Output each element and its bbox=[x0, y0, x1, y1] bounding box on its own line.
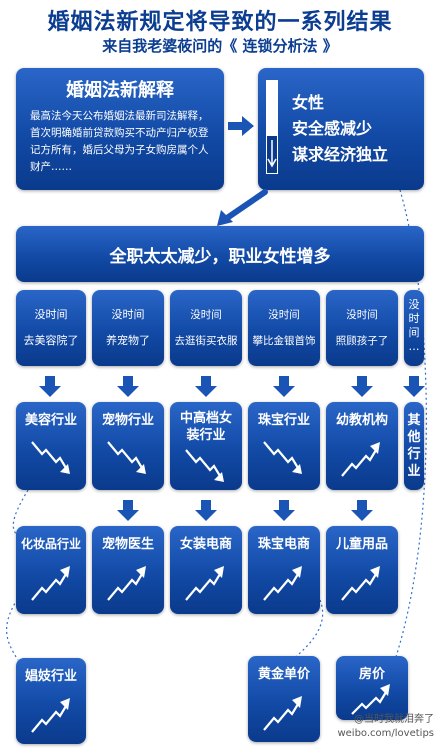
trend-up-icon bbox=[341, 566, 380, 601]
industry-box-prostitution: 娼妓行业 bbox=[16, 658, 86, 744]
arrow-down-icon bbox=[117, 376, 139, 397]
page-title: 婚姻法新规定将导致的一系列结果 bbox=[47, 9, 393, 35]
watermark-handle: @当时我就泪奔了 bbox=[354, 714, 434, 725]
trend-up-icon bbox=[341, 442, 380, 477]
cause-other-text: 没 时 间 … bbox=[404, 298, 424, 354]
industry-box-gold-price: 黄金单价 bbox=[248, 656, 320, 742]
trend-up-icon bbox=[263, 696, 302, 731]
cause-other-char: … bbox=[408, 340, 420, 353]
industry-box-house-price: 房价 bbox=[336, 656, 408, 720]
industry-label: 珠宝行业 bbox=[257, 413, 310, 428]
industry-label: 中高档女装行业 bbox=[179, 411, 232, 443]
industry-label: 美容行业 bbox=[24, 413, 77, 428]
female-text: 女性 安全感减少 谋求经济独立 bbox=[292, 90, 432, 168]
main-result-text: 全职太太减少，职业女性增多 bbox=[109, 246, 331, 267]
other-industry-char: 他 bbox=[407, 430, 421, 445]
cause-line1: 没时间 bbox=[34, 308, 68, 321]
industry-label: 宠物医生 bbox=[101, 537, 154, 552]
cause-line2: 攀比金银首饰 bbox=[252, 335, 316, 347]
arrow-down-icon bbox=[273, 376, 295, 397]
arrow-diagonal-icon bbox=[217, 189, 268, 226]
cause-line2: 去美容院了 bbox=[23, 334, 79, 347]
cause-box-5: 没时间 照顾孩子了 bbox=[326, 290, 398, 366]
industry-box-other: 其 他 行 业 bbox=[404, 402, 424, 490]
other-industry-text: 其 他 行 业 bbox=[404, 412, 424, 480]
trend-down-icon bbox=[107, 441, 146, 474]
other-industry-char: 业 bbox=[407, 464, 421, 479]
cause-box-1: 没时间 去美容院了 bbox=[16, 290, 86, 366]
intro-body: 最高法今天公布婚姻法最新司法解释，首次明确婚前贷款购买不动产归产权登记方所有，婚… bbox=[30, 110, 209, 173]
trend-down-icon bbox=[263, 441, 302, 474]
female-box: 女性 安全感减少 谋求经济独立 bbox=[258, 68, 424, 190]
arrow-down-icon bbox=[273, 500, 295, 521]
other-industry-char: 行 bbox=[407, 447, 421, 462]
intro-title: 婚姻法新解释 bbox=[66, 80, 174, 101]
industry-box-preschool: 幼教机构 bbox=[326, 402, 398, 490]
arrow-down-icon bbox=[117, 500, 139, 521]
arrow-down-small-icon bbox=[267, 140, 277, 168]
industry-box-vet: 宠物医生 bbox=[92, 526, 164, 614]
arrow-down-icon bbox=[403, 376, 425, 397]
cause-box-3: 没时间 去逛街买衣服 bbox=[170, 290, 242, 366]
industry-box-pet: 宠物行业 bbox=[92, 402, 164, 490]
trend-up-icon bbox=[351, 684, 390, 715]
industry-box-womenswear: 中高档女装行业 bbox=[170, 402, 242, 490]
cause-line1: 没时间 bbox=[190, 309, 222, 321]
cause-line2: 去逛街买衣服 bbox=[174, 335, 238, 347]
female-line3: 谋求经济独立 bbox=[292, 145, 389, 164]
intro-box: 婚姻法新解释 最高法今天公布婚姻法最新司法解释，首次明确婚前贷款购买不动产归产权… bbox=[16, 68, 224, 190]
cause-line2: 养宠物了 bbox=[106, 334, 150, 347]
industry-box-jewelry-ecommerce: 珠宝电商 bbox=[248, 526, 320, 614]
industry-label: 幼教机构 bbox=[335, 413, 388, 428]
cause-line1: 没时间 bbox=[111, 308, 145, 321]
industry-label: 女装电商 bbox=[179, 537, 232, 552]
watermark-url: weibo.com/lovetips bbox=[337, 728, 434, 739]
trend-up-icon bbox=[31, 698, 70, 733]
page-subtitle: 来自我老婆莜问的《 连锁分析法 》 bbox=[102, 37, 338, 55]
cause-line1: 没时间 bbox=[346, 309, 378, 321]
cause-line2: 照顾孩子了 bbox=[335, 335, 389, 347]
industry-box-children: 儿童用品 bbox=[326, 526, 398, 614]
female-line1: 女性 bbox=[292, 93, 325, 112]
down-arrows-row-2 bbox=[117, 500, 373, 521]
trend-down-icon bbox=[185, 449, 224, 482]
industry-label: 黄金单价 bbox=[257, 667, 310, 682]
industry-box-beauty: 美容行业 bbox=[16, 402, 86, 490]
down-arrows-row-1 bbox=[39, 376, 425, 397]
industry-box-jewelry: 珠宝行业 bbox=[248, 402, 320, 490]
industry-box-womenswear-ecommerce: 女装电商 bbox=[170, 526, 242, 614]
cause-other-char: 间 bbox=[408, 326, 420, 339]
industry-label: 化妆品行业 bbox=[20, 537, 81, 551]
industry-label: 房价 bbox=[358, 667, 385, 682]
trend-down-icon bbox=[31, 441, 70, 474]
arrow-down-icon bbox=[195, 376, 217, 397]
connector-to-house-price bbox=[394, 189, 427, 661]
arrow-down-icon bbox=[195, 500, 217, 521]
arrow-down-icon bbox=[351, 500, 373, 521]
other-industry-char: 其 bbox=[407, 413, 421, 428]
cause-other-char: 时 bbox=[408, 312, 420, 325]
female-line2: 安全感减少 bbox=[292, 119, 373, 138]
arrow-down-icon bbox=[351, 376, 373, 397]
connector-to-gold-price bbox=[291, 599, 324, 661]
arrow-down-icon bbox=[39, 376, 61, 397]
industry-label: 珠宝电商 bbox=[257, 537, 310, 552]
cause-line1: 没时间 bbox=[268, 309, 300, 321]
cause-box-other: 没 时 间 … bbox=[404, 290, 424, 366]
arrow-right-icon bbox=[228, 116, 254, 136]
cause-box-2: 没时间 养宠物了 bbox=[92, 290, 164, 366]
industry-box-cosmetics: 化妆品行业 bbox=[16, 526, 86, 614]
trend-up-icon bbox=[31, 566, 70, 601]
cause-box-4: 没时间 攀比金银首饰 bbox=[248, 290, 320, 366]
trend-up-icon bbox=[263, 566, 302, 601]
cause-other-char: 没 bbox=[408, 298, 420, 311]
industry-label: 娼妓行业 bbox=[24, 669, 77, 684]
trend-up-icon bbox=[107, 566, 146, 601]
main-result-box: 全职太太减少，职业女性增多 bbox=[16, 226, 424, 282]
industry-label: 儿童用品 bbox=[335, 537, 388, 552]
industry-label: 宠物行业 bbox=[101, 413, 154, 428]
trend-up-icon bbox=[185, 566, 224, 601]
